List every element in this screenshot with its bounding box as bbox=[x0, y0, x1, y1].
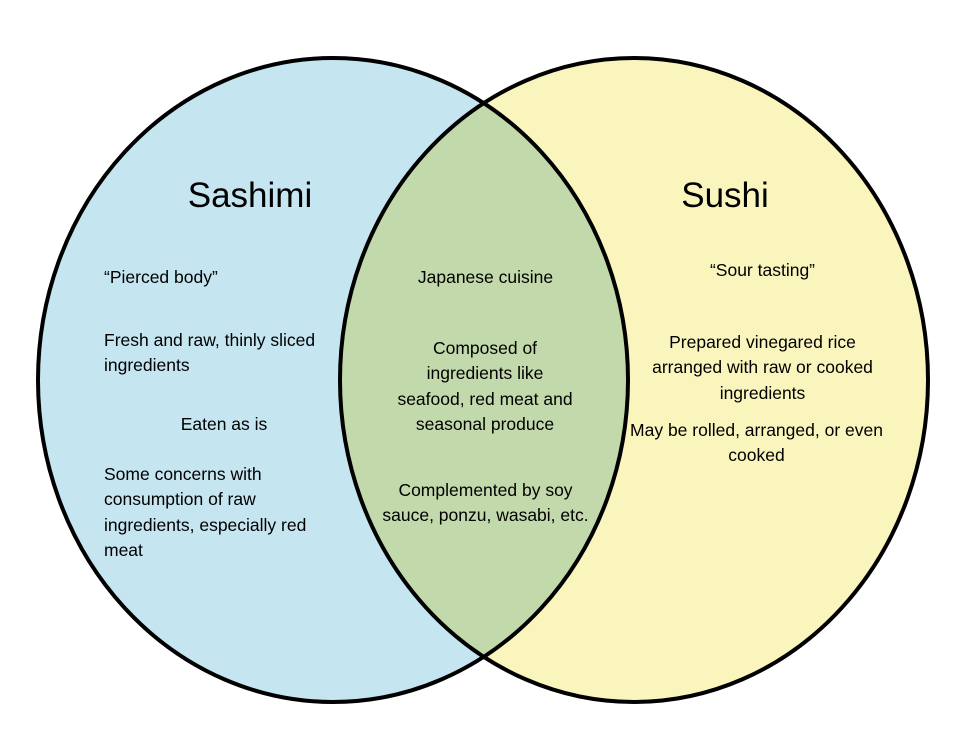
sashimi-item-1: Fresh and raw, thinly sliced ingredients bbox=[104, 330, 316, 376]
sushi-item-0: “Sour tasting” bbox=[709, 260, 816, 280]
sashimi-item-3: Some concerns with consumption of raw in… bbox=[104, 464, 307, 561]
sushi-set-title: Sushi bbox=[681, 176, 769, 215]
sashimi-item-2: Eaten as is bbox=[180, 414, 268, 434]
sushi-item-2: May be rolled, arranged, or even cooked bbox=[630, 420, 883, 466]
intersection-item-0: Japanese cuisine bbox=[417, 267, 554, 287]
sashimi-circle-outline bbox=[36, 56, 630, 704]
sushi-circle-outline bbox=[338, 56, 930, 704]
sashimi-set-title: Sashimi bbox=[187, 176, 313, 215]
intersection-item-2: Complemented by soy sauce, ponzu, wasabi… bbox=[382, 480, 589, 526]
intersection-fill bbox=[340, 58, 628, 702]
sushi-item-1: Prepared vinegared rice arranged with ra… bbox=[652, 332, 873, 403]
intersection-item-1: Composed of ingredients like seafood, re… bbox=[397, 338, 573, 435]
sashimi-item-0: “Pierced body” bbox=[104, 267, 218, 287]
